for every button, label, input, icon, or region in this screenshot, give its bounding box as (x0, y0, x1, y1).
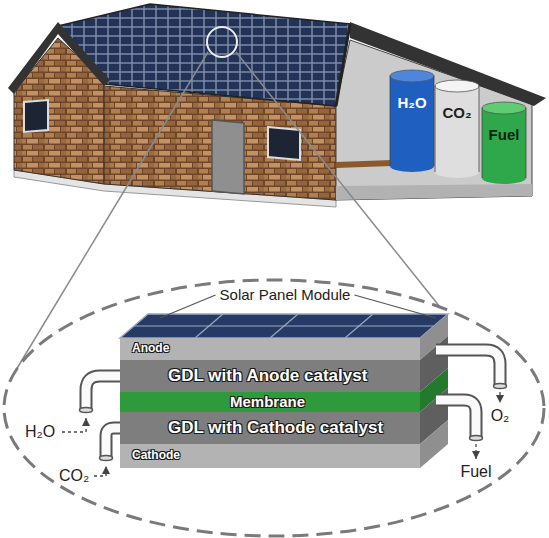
layer-label: Membrane (230, 394, 305, 411)
cell-layer: Cathode (120, 444, 420, 468)
layer-label: Cathode (132, 449, 180, 462)
tank-edge (390, 76, 391, 166)
tank-base (435, 166, 479, 178)
flow-label: CO₂ (59, 467, 89, 485)
layer-label: GDL with Anode catalyst (168, 367, 367, 386)
tank-body (390, 76, 434, 166)
tank-shape (390, 70, 434, 172)
storage-tank: Fuel (482, 102, 526, 184)
tank-base (390, 160, 434, 172)
storage-tank: H₂O (390, 70, 434, 172)
door (212, 120, 244, 194)
tank-label: CO₂ (442, 105, 471, 122)
pipe-outline (86, 350, 500, 458)
zoom-ellipse (4, 280, 544, 536)
component-label: Solar Panel Module (220, 286, 351, 303)
panel-grid (134, 314, 434, 338)
tank-label: H₂O (397, 95, 426, 112)
layer-label: GDL with Cathode catalyst (168, 419, 383, 438)
side-layer (420, 420, 448, 468)
solar-roof (58, 4, 350, 106)
roof-edge (336, 24, 350, 106)
tank-body (435, 86, 479, 172)
tank-edge (434, 76, 435, 166)
leader-line (354, 295, 436, 318)
zoom-circle (207, 27, 237, 57)
tank-label: Fuel (489, 127, 520, 144)
tank-lid (390, 70, 434, 82)
cell-layer: Anode (120, 338, 420, 360)
zoom-line (236, 52, 440, 307)
window (24, 100, 48, 132)
tank-shape (435, 80, 479, 178)
layer-label: Anode (132, 342, 169, 355)
tank-lid (482, 102, 526, 114)
cell-layer: GDL with Cathode catalyst (120, 412, 420, 444)
flow-label: Fuel (460, 463, 491, 481)
tank-edge (482, 108, 483, 178)
roof-eave (8, 22, 110, 94)
pipe (86, 350, 500, 458)
flow-label: H₂O (25, 423, 55, 441)
tank-lid (435, 80, 479, 92)
storage-tank: CO₂ (435, 80, 479, 178)
tank-body (482, 108, 526, 178)
solar-panel (120, 314, 448, 338)
cell-layer: GDL with Anode catalyst (120, 360, 420, 392)
tank-base (482, 172, 526, 184)
garage-floor (336, 184, 532, 200)
tank-edge (479, 86, 480, 172)
tank-edge (435, 86, 436, 172)
tank-edge (526, 108, 527, 178)
flow-label: O₂ (491, 407, 510, 425)
cell-layer: Membrane (120, 392, 420, 412)
flow-arrow (62, 392, 500, 476)
leader-line (160, 295, 216, 318)
shelf (336, 160, 392, 168)
window (268, 127, 300, 160)
